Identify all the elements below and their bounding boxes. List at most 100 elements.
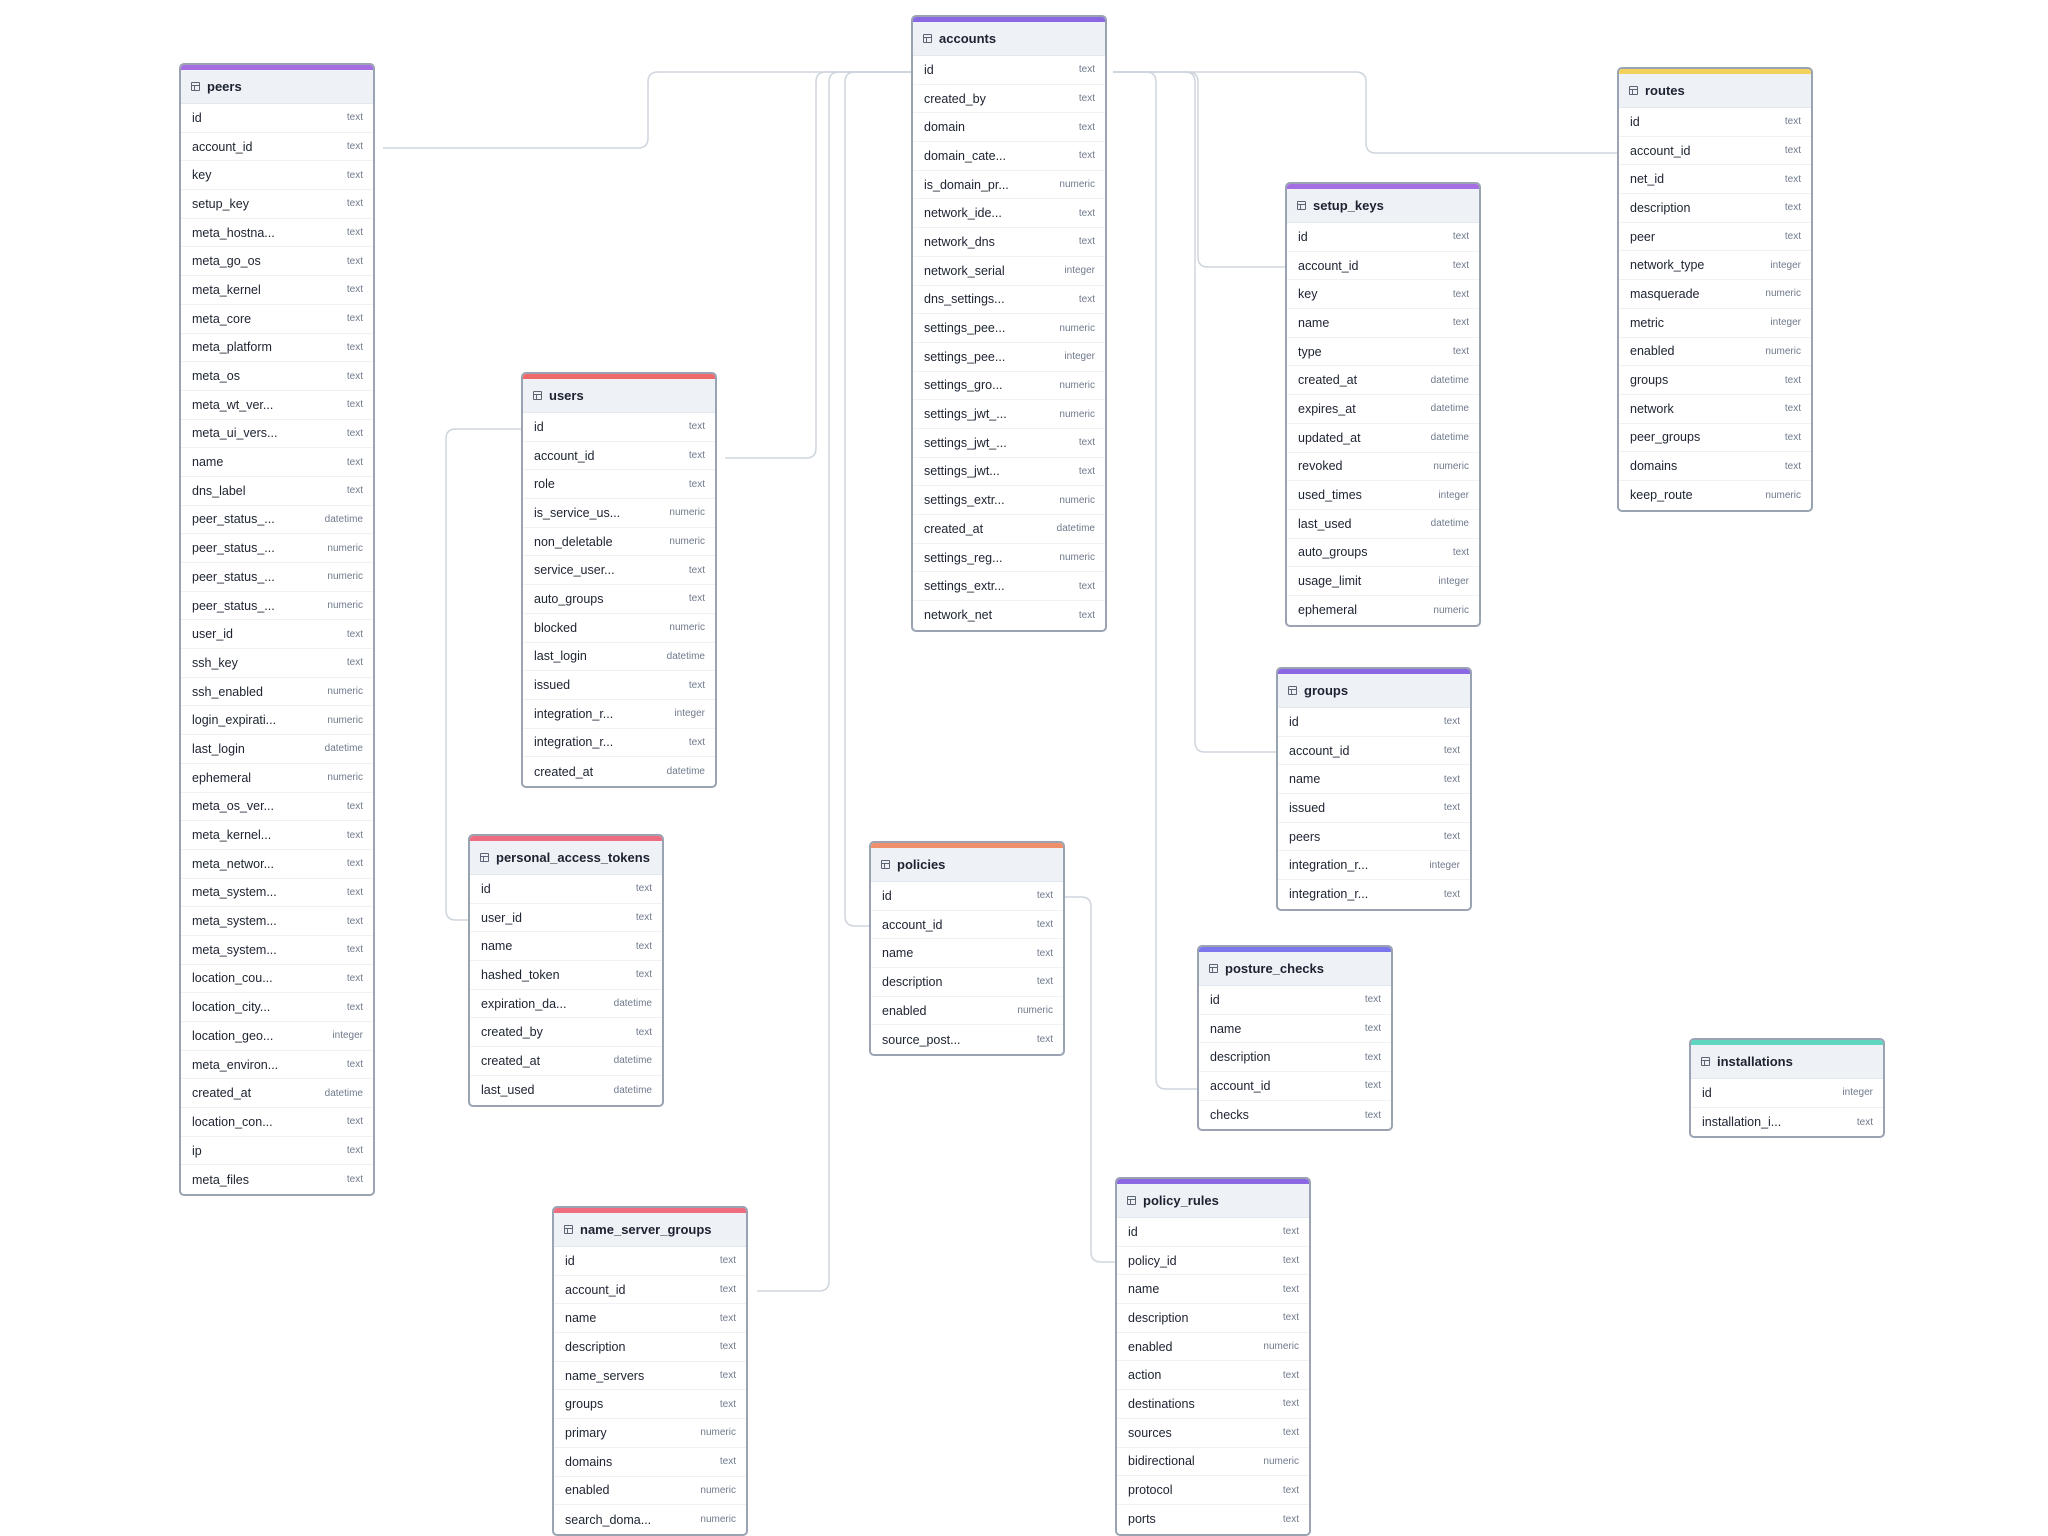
column-row[interactable]: meta_system...text (181, 907, 373, 936)
column-row[interactable]: source_post...text (871, 1025, 1063, 1054)
table-header[interactable]: posture_checks (1199, 952, 1391, 986)
column-row[interactable]: is_domain_pr...numeric (913, 171, 1105, 200)
column-row[interactable]: integration_r...text (1278, 880, 1470, 909)
column-row[interactable]: search_doma...numeric (554, 1505, 746, 1534)
column-row[interactable]: network_ide...text (913, 199, 1105, 229)
column-row[interactable]: settings_pee...integer (913, 343, 1105, 372)
column-row[interactable]: location_cou...text (181, 965, 373, 994)
column-row[interactable]: meta_wt_ver...text (181, 391, 373, 420)
table-header[interactable]: installations (1691, 1045, 1883, 1079)
column-row[interactable]: settings_extr...numeric (913, 486, 1105, 515)
column-row[interactable]: expiration_da...datetime (470, 990, 662, 1019)
table-header[interactable]: policy_rules (1117, 1184, 1309, 1218)
column-row[interactable]: meta_kernel...text (181, 821, 373, 850)
column-row[interactable]: location_geo...integer (181, 1022, 373, 1051)
column-row[interactable]: settings_extr...text (913, 572, 1105, 602)
table-header[interactable]: groups (1278, 674, 1470, 708)
column-row[interactable]: settings_reg...numeric (913, 544, 1105, 573)
column-row[interactable]: settings_jwt_...text (913, 429, 1105, 458)
column-row[interactable]: location_city...text (181, 993, 373, 1022)
column-row[interactable]: meta_ui_vers...text (181, 420, 373, 449)
column-row[interactable]: integration_r...integer (523, 700, 715, 729)
column-row[interactable]: integration_r...integer (1278, 851, 1470, 881)
column-row[interactable]: domain_cate...text (913, 142, 1105, 171)
column-row[interactable]: meta_system...text (181, 879, 373, 908)
column-row[interactable]: dns_settings...text (913, 286, 1105, 315)
column-row[interactable]: login_expirati...numeric (181, 706, 373, 736)
column-row[interactable]: settings_jwt...text (913, 458, 1105, 487)
column-row[interactable]: settings_jwt_...numeric (913, 400, 1105, 429)
table-header[interactable]: accounts (913, 22, 1105, 56)
table-header[interactable]: users (523, 379, 715, 413)
table-header[interactable]: setup_keys (1287, 189, 1479, 223)
